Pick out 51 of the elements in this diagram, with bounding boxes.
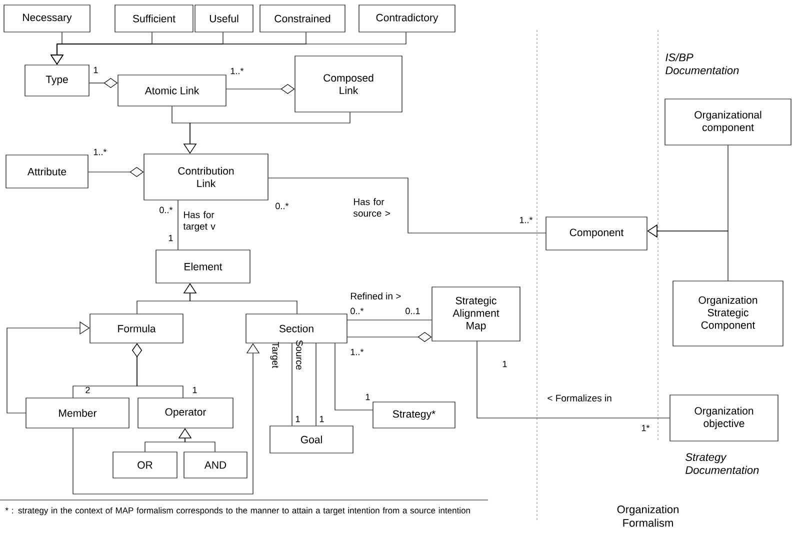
class-box: Organization objective — [670, 394, 778, 442]
class-box: OR — [112, 452, 178, 478]
swimlane-title: Organization Formalism — [617, 505, 678, 527]
multiplicity: 1 — [502, 360, 507, 368]
class-box: Useful — [194, 4, 254, 32]
class-box: Component — [546, 216, 648, 250]
class-box: Goal — [270, 426, 354, 454]
class-box: Attribute — [6, 154, 88, 188]
multiplicity: 0..* — [160, 206, 173, 214]
multiplicity: 1..* — [94, 148, 107, 156]
edge-label: < Formalizes in — [548, 394, 612, 402]
multiplicity: 2 — [86, 386, 90, 394]
swimlane-title: Strategy Documentation — [686, 453, 759, 474]
multiplicity: 1* — [642, 424, 650, 432]
association-line — [476, 341, 670, 418]
class-box: Formula — [90, 314, 184, 344]
class-box: Constrained — [260, 4, 346, 32]
multiplicity: 1 — [296, 416, 300, 422]
class-box: Necessary — [4, 4, 90, 32]
swimlane-title: IS/BP Documentation — [666, 53, 739, 74]
multiplicity: 0..* — [350, 308, 364, 314]
multiplicity: 1..* — [520, 216, 533, 224]
multiplicity: 1 — [320, 416, 324, 422]
class-box: Composed Link — [294, 56, 402, 112]
association-line — [334, 343, 373, 410]
class-box: Organizational component — [664, 98, 792, 146]
multiplicity: 0..* — [276, 202, 289, 210]
class-box: Sufficient — [114, 4, 194, 32]
edge-label: Has for source > — [353, 198, 390, 217]
multiplicity: 1..* — [230, 68, 244, 74]
edge-label: Refined in > — [351, 292, 401, 300]
multiplicity: 1 — [168, 234, 173, 242]
footnote: * : strategy in the context of MAP formalism corresponds to the manner to attain a target intention from a source intention — [5, 507, 470, 516]
class-box: Contribution Link — [144, 154, 268, 200]
class-box: Member — [26, 398, 130, 428]
class-box: Contradictory — [358, 4, 456, 32]
multiplicity: 0..1 — [406, 308, 420, 314]
multiplicity: 1 — [366, 394, 370, 400]
class-box: Strategy* — [372, 402, 456, 428]
edge-label: Has for target v — [183, 211, 216, 232]
class-box: Strategic Alignment Map — [432, 286, 520, 342]
multiplicity: 1 — [94, 66, 98, 74]
association-line — [268, 178, 546, 234]
class-box: AND — [184, 452, 248, 478]
class-box: Organization Strategic Component — [672, 280, 784, 346]
edge-label: Target — [270, 342, 279, 368]
class-box: Type — [24, 64, 90, 96]
class-box: Element — [156, 250, 250, 284]
multiplicity: 1..* — [350, 348, 364, 356]
class-box: Operator — [138, 398, 234, 428]
class-box: Atomic Link — [118, 74, 226, 106]
